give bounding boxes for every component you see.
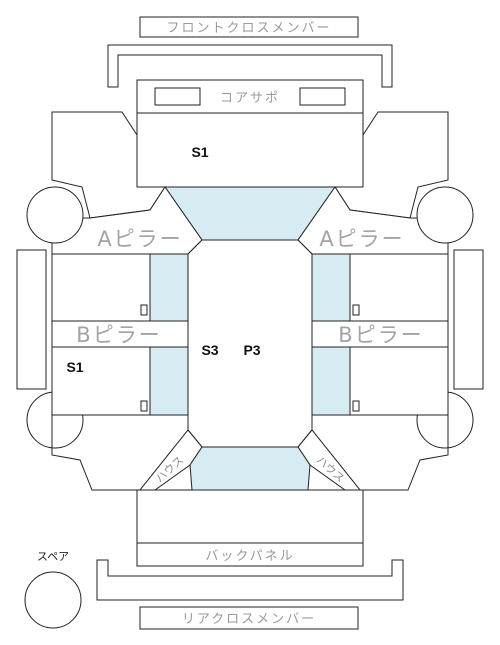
rear-window[interactable] [189,446,311,491]
damage-code-rear-door-left: S1 [66,359,83,375]
door-handle [352,400,360,412]
side-window-rear-left[interactable] [149,346,189,416]
front-cross-member-box[interactable] [139,16,359,38]
rear-door-right[interactable] [349,346,449,416]
a-pillar-left-label: Aピラー [97,227,182,251]
side-window-front-right[interactable] [311,253,351,322]
b-pillar-left-label: Bピラー [76,323,161,347]
rear-cross-member-box[interactable] [139,606,359,630]
door-handle [352,304,360,316]
front-cross-member-bar[interactable] [107,44,393,88]
side-sill-right[interactable] [453,249,484,390]
b-pillar-right-label: Bピラー [338,323,423,347]
rear-cross-member-label: リアクロスメンバー [182,612,316,627]
rear-inner-corner-left[interactable] [138,429,203,491]
wheel-front-right[interactable] [416,186,474,244]
front-door-right[interactable] [349,253,449,322]
hood[interactable] [136,113,364,188]
spare-label: スペア [37,550,69,563]
trunk-lid[interactable] [136,489,364,544]
side-window-rear-right[interactable] [311,346,351,416]
door-handle [140,304,148,316]
headlight-left [154,87,201,106]
front-door-left[interactable] [51,253,151,322]
headlight-right [299,87,346,106]
core-support-label: コアサポ [220,91,280,106]
rear-door-left[interactable] [51,346,151,416]
rear-cross-member-bar[interactable] [96,559,404,601]
back-panel-label: バックパネル [205,549,294,564]
rear-inner-corner-right[interactable] [297,429,362,491]
side-sill-left[interactable] [16,249,47,390]
back-panel[interactable] [136,542,364,567]
damage-code-roof-right: P3 [243,342,260,358]
side-window-front-left[interactable] [149,253,189,322]
b-pillar-right[interactable] [311,320,449,348]
b-pillar-left[interactable] [51,320,189,348]
wheel-front-left[interactable] [26,186,84,244]
damage-code-roof-left: S3 [201,342,218,358]
damage-code-front: S1 [191,144,208,160]
a-pillar-right-label: Aピラー [319,227,404,251]
front-cross-member-label: フロントクロスメンバー [166,21,331,36]
door-handle [140,400,148,412]
spare-tire[interactable] [24,571,82,629]
